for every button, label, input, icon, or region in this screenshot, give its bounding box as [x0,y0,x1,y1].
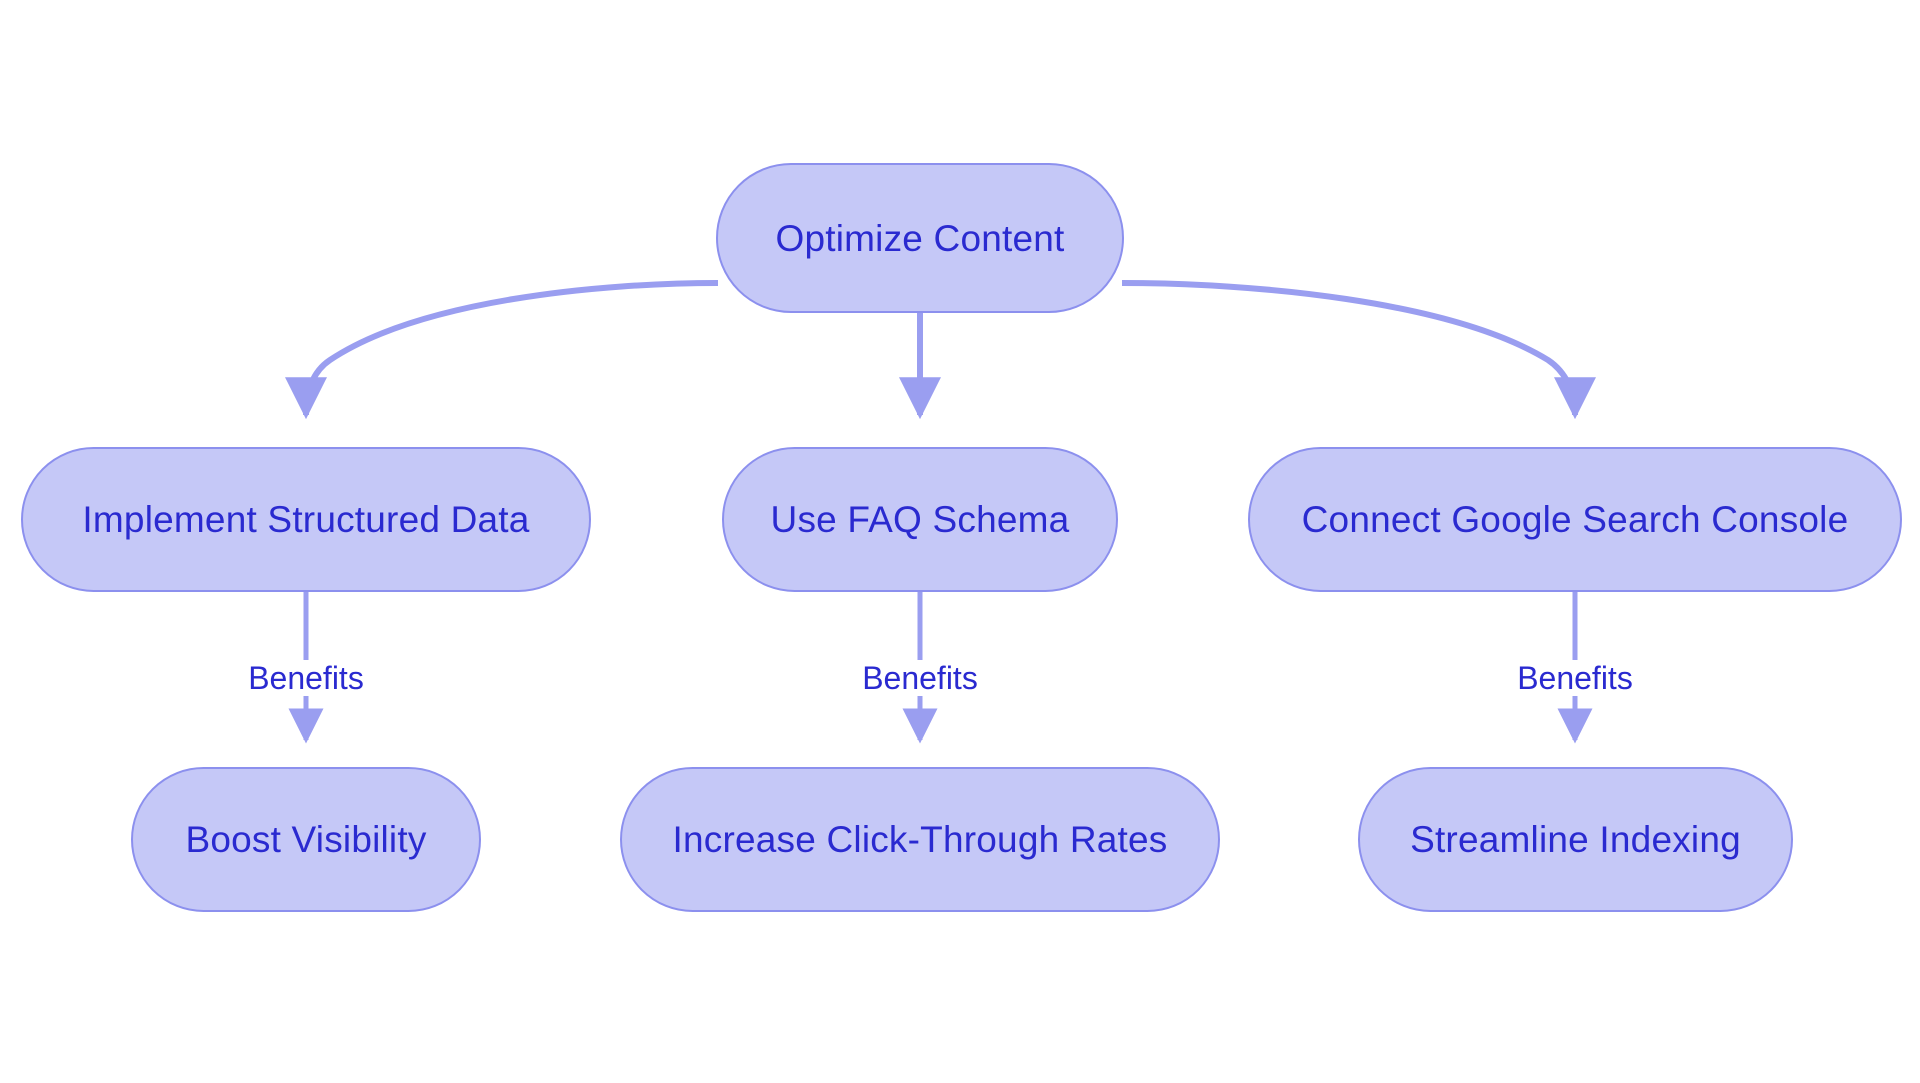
edge-optimize-to-console [1121,280,1596,420]
edge-label-benefits-left: Benefits [242,660,370,696]
edge-label-benefits-right: Benefits [1511,660,1639,696]
node-implement-structured-data[interactable]: Implement Structured Data [21,447,591,592]
node-connect-google-search-console[interactable]: Connect Google Search Console [1248,447,1902,592]
node-label-implement-structured-data: Implement Structured Data [82,499,530,540]
node-use-faq-schema[interactable]: Use FAQ Schema [722,447,1118,592]
edge-optimize-to-structured [285,280,719,420]
node-label-increase-click-through-rates: Increase Click-Through Rates [672,819,1168,860]
node-increase-click-through-rates[interactable]: Increase Click-Through Rates [620,767,1220,912]
node-label-streamline-indexing: Streamline Indexing [1410,819,1741,860]
node-streamline-indexing[interactable]: Streamline Indexing [1358,767,1793,912]
node-label-connect-google-search-console: Connect Google Search Console [1301,499,1849,540]
node-boost-visibility[interactable]: Boost Visibility [131,767,481,912]
node-label-use-faq-schema: Use FAQ Schema [770,499,1070,540]
node-label-optimize-content: Optimize Content [775,217,1065,259]
edge-label-benefits-center: Benefits [856,660,984,696]
node-label-boost-visibility: Boost Visibility [185,819,427,860]
node-optimize-content[interactable]: Optimize Content [716,163,1124,313]
